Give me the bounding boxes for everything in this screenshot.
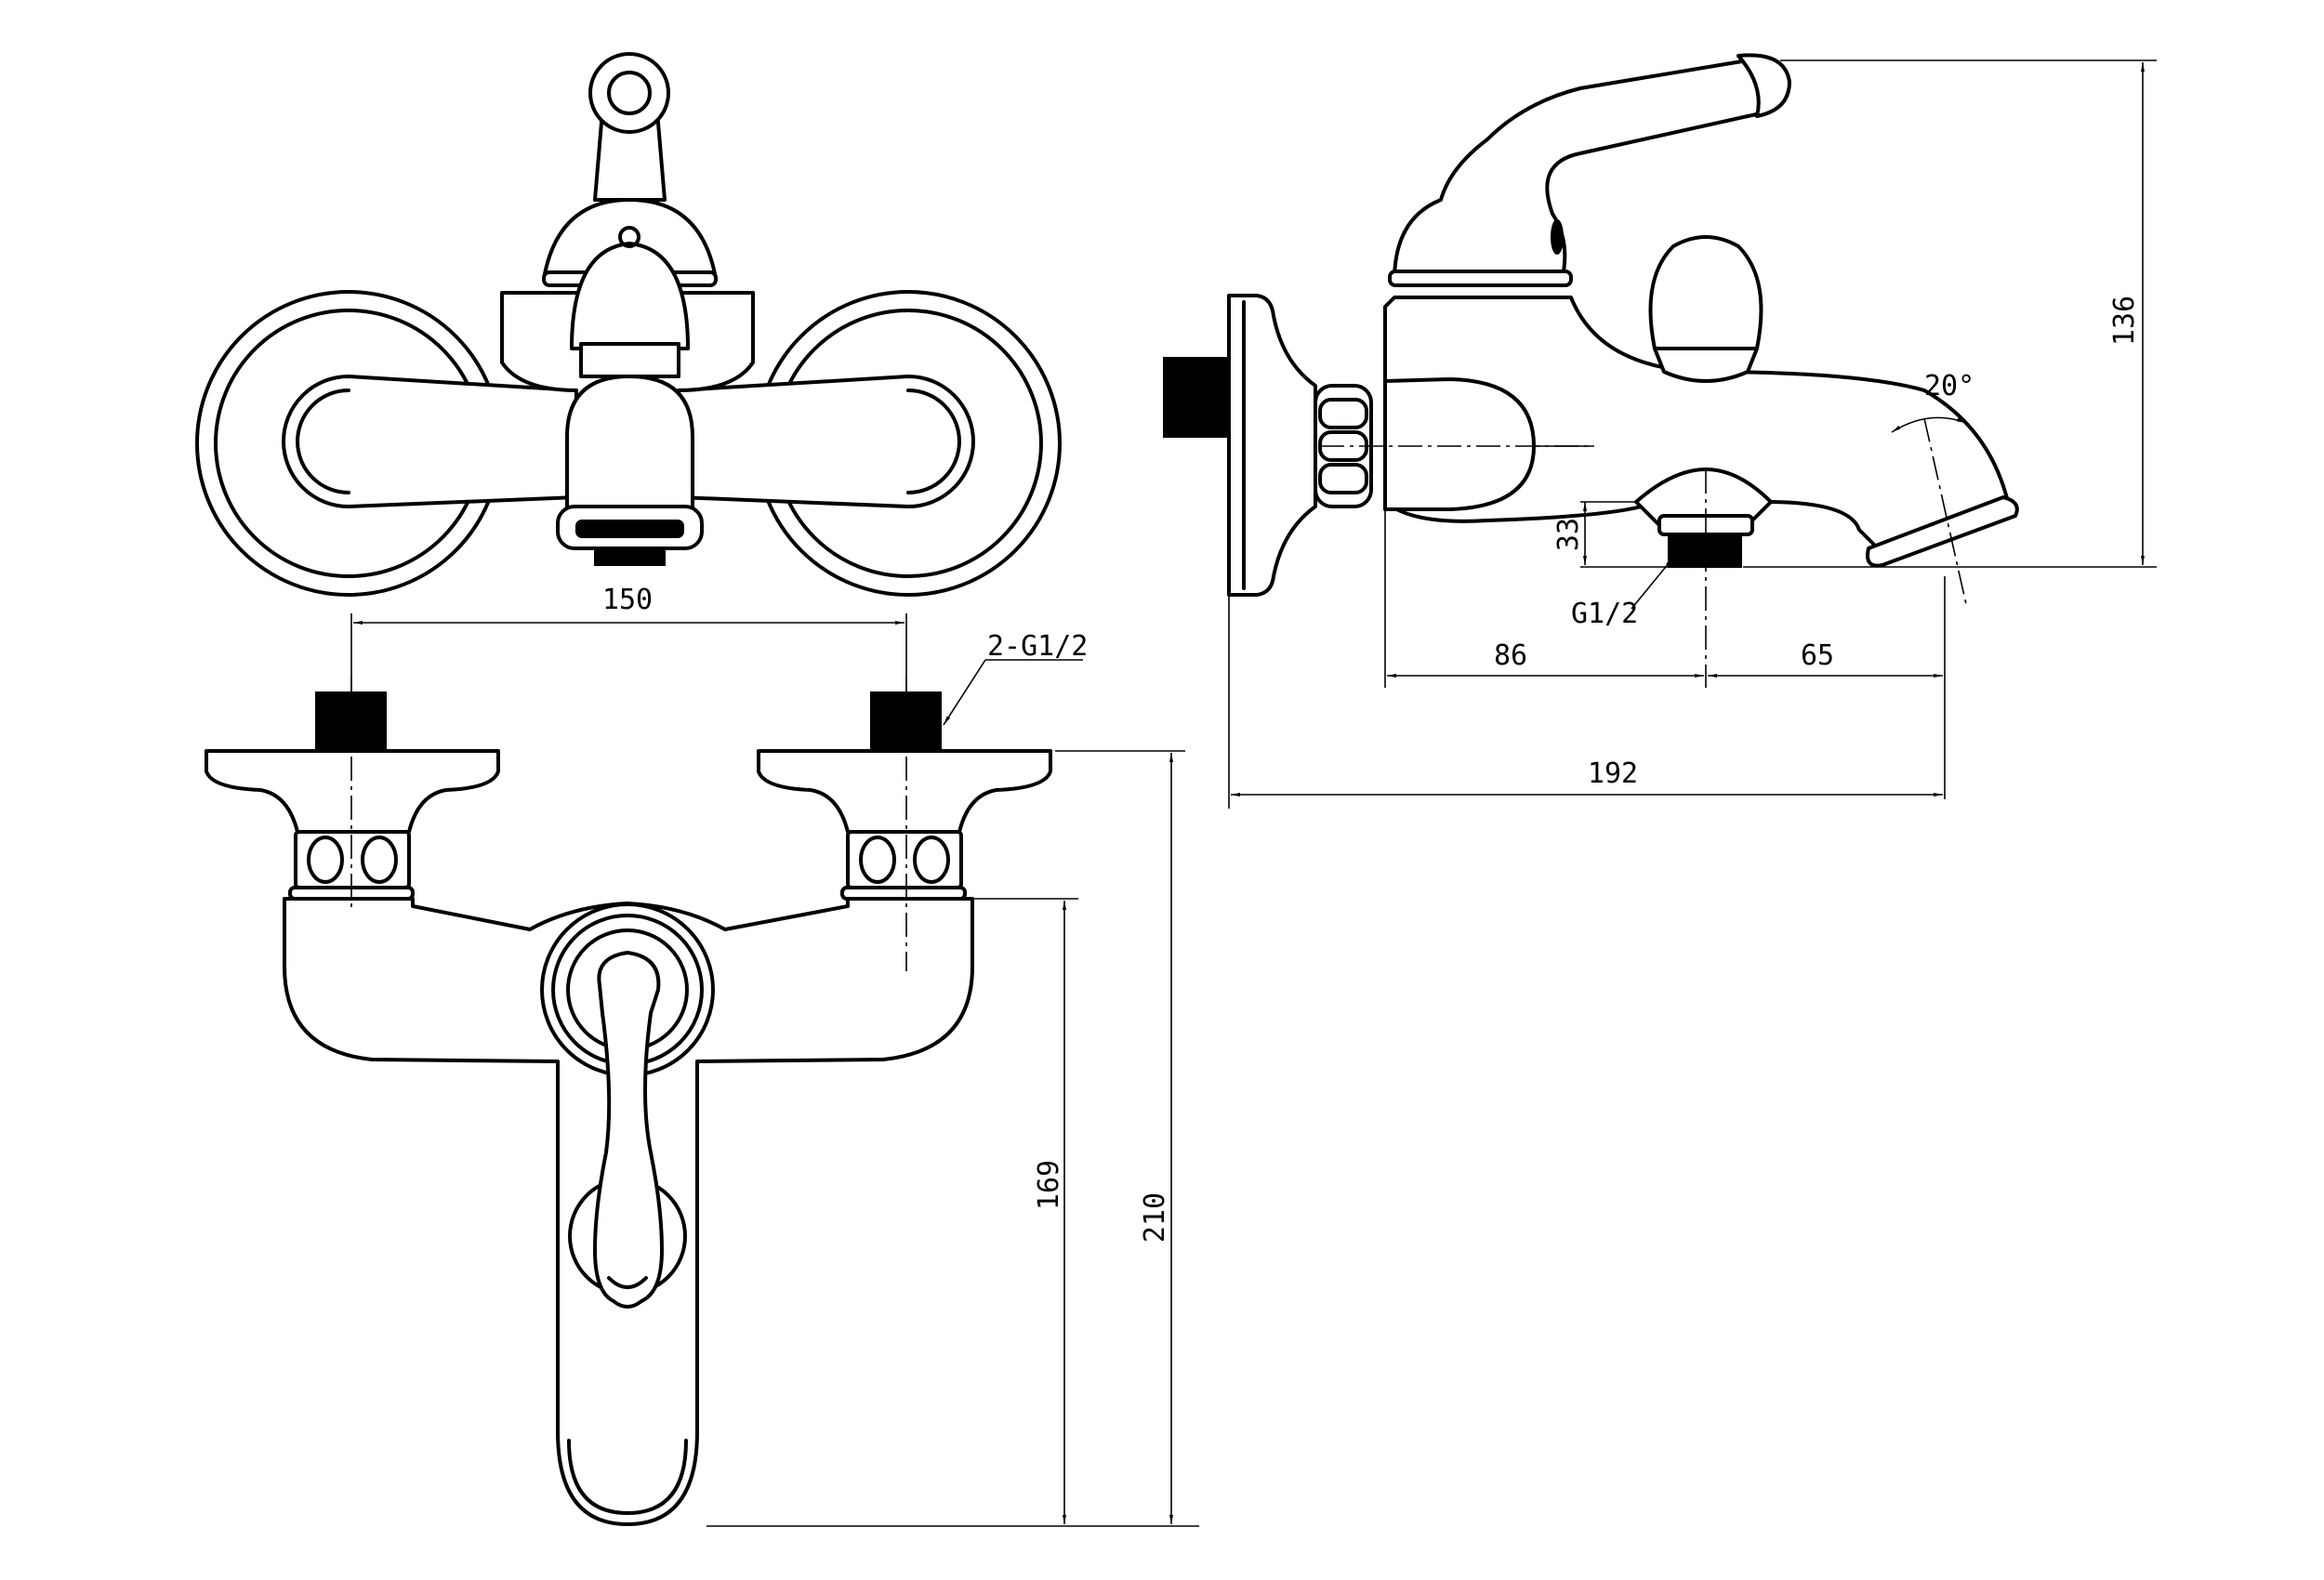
dim-overall-height-label: 210 [1139,1192,1171,1243]
dim-shower-thread: G1/2 [1571,557,1674,630]
front-right-inlet [757,691,1052,901]
side-shower-outlet [1634,467,1773,527]
dim-side-height: 136 [1743,59,2157,568]
side-view [1163,53,2019,597]
side-spout-tip [1866,495,2019,568]
top-lever-knob [588,52,670,134]
dim-body-depth-label: 86 [1494,639,1527,672]
top-right-arm [677,375,975,508]
dim-shower-thread-label: G1/2 [1571,598,1638,630]
front-lever-arm [593,951,664,1309]
front-view [205,691,1052,1526]
dim-inlet-thread-label: 2-G1/2 [987,630,1088,663]
dim-inlet-spacing-label: 150 [602,584,653,616]
dim-spout-reach-label: 65 [1801,639,1834,672]
front-left-inlet [205,691,500,901]
dim-overall-depth-label: 192 [1588,757,1638,790]
top-spout [565,375,694,513]
dim-shower-offset: 33 [1534,445,1673,568]
dim-inlet-spacing: 150 [350,584,907,790]
dim-inlet-thread: 2-G1/2 [943,630,1088,726]
dim-spout-angle-label: 20° [1924,370,1974,402]
side-diverter-knob [1648,235,1763,350]
dim-side-height-label: 136 [2108,296,2141,346]
side-wall-flange [1227,294,1317,597]
dim-mixer-height: 169 [706,898,1199,1527]
dim-depth-split: 86 65 [1384,509,1946,799]
dim-mixer-height-label: 169 [1033,1160,1065,1210]
top-left-arm [282,375,578,508]
top-view [195,52,1062,597]
dim-spout-angle: 20° [1891,370,1974,433]
dim-overall-depth: 192 [1228,595,1943,809]
dim-overall-height: 210 [1055,750,1185,1524]
dim-shower-offset-label: 33 [1552,518,1585,551]
